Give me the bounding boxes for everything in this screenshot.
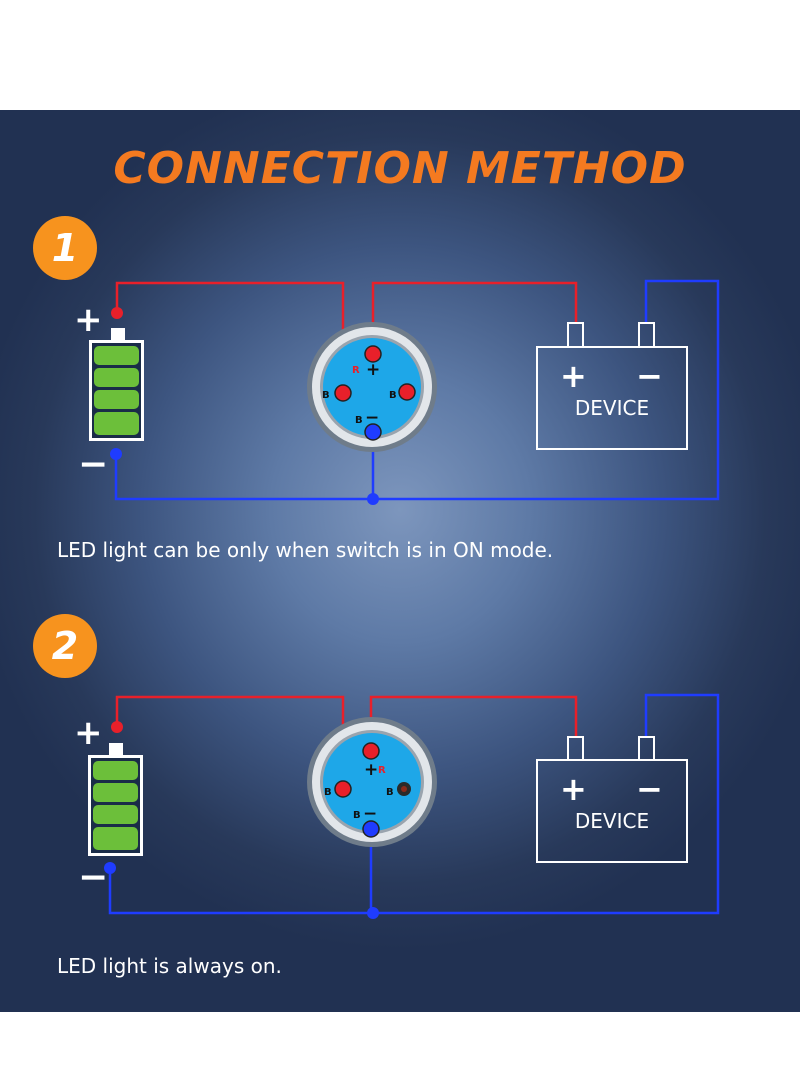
switch-pin-b-right-label: B [386,787,394,798]
diagram-panel: CONNECTION METHOD 1 2 LED light can be o… [0,110,800,1012]
battery-cell [94,368,139,387]
battery-cell [93,783,138,802]
battery-cell [94,390,139,409]
switch-pin-plus-label: + [366,360,380,380]
diagram-1-device-minus: − [636,357,663,395]
diagram-1-device-plus: + [560,357,587,395]
battery-cell [93,761,138,780]
page-title: CONNECTION METHOD [113,143,687,194]
diagram-2-switch: + R B B B − [307,717,437,847]
step-1-caption: LED light can be only when switch is in … [57,538,554,562]
switch-pin-minus-label: − [363,804,377,824]
diagram-2-device-plus: + [560,770,587,808]
switch-pin-b-left-label: B [324,787,332,798]
step-2-caption: LED light is always on. [57,954,282,978]
diagram-1-device-label: DEVICE [575,396,649,420]
step-1-badge: 1 [33,216,97,280]
switch-pin-b-left-label: B [322,390,330,401]
switch-pin-b-right-label: B [389,390,397,401]
diagram-1-battery-minus: − [78,444,108,485]
switch-pin-r-label: R [352,365,360,376]
battery-cell [93,827,138,850]
diagram-1-junction-dot [367,493,379,505]
diagram-1-battery-plus: + [74,300,103,340]
battery-cell [94,346,139,365]
diagram-2-device-minus: − [636,770,663,808]
diagram-2-device [536,736,688,863]
battery-cell [93,805,138,824]
diagram-2: + − + [74,693,720,919]
diagram-1: + − R [74,279,720,505]
step-2-badge: 2 [33,614,97,678]
switch-pin-plus-label: + [364,760,378,780]
switch-pin-minus-label: − [365,408,379,428]
switch-pin-b-bottom-label: B [353,810,361,821]
diagram-2-battery-minus: − [78,857,108,898]
wiring-diagrams: + − R [74,279,720,919]
diagram-1-switch: R + B B B − [307,322,437,452]
switch-pin-r-label: R [378,765,386,776]
diagram-2-device-label: DEVICE [575,809,649,833]
diagram-2-battery-plus: + [74,713,103,753]
battery-cell [94,412,139,435]
switch-pin-b-bottom-label: B [355,415,363,426]
diagram-1-device [536,322,688,450]
diagram-1-battery: + − [74,300,144,485]
diagram-2-battery: + − [74,713,143,898]
diagram-2-junction-dot [367,907,379,919]
